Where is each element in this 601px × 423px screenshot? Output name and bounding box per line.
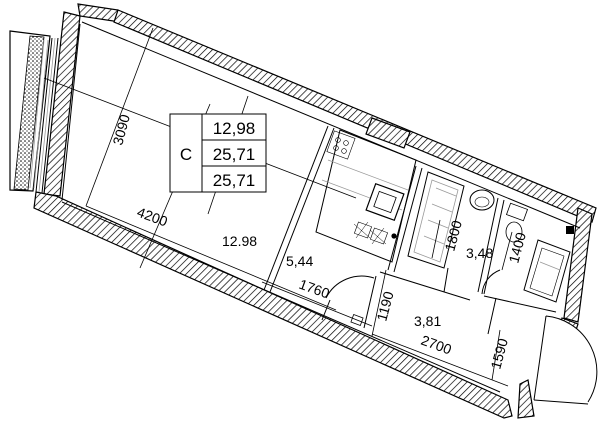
area-row-living-total: 25,71 — [213, 145, 256, 164]
dim-entry: 1590 — [487, 336, 511, 370]
dim-bath-length: 1400 — [505, 230, 529, 264]
toilet-icon — [505, 202, 529, 243]
room-area-living: 12.98 — [222, 233, 257, 249]
washbasin-icon — [469, 189, 495, 211]
area-row-total: 25,71 — [213, 171, 256, 190]
window-left — [35, 37, 59, 194]
kitchen-sink-icon — [365, 182, 405, 222]
room-area-kitchen: 5,44 — [286, 253, 313, 269]
entrance-door — [533, 315, 598, 405]
appliance-boxes — [353, 221, 397, 245]
room-area-hall: 3,81 — [414, 313, 441, 329]
balcony-strip — [9, 30, 51, 192]
room-area-bathroom: 3,48 — [466, 245, 493, 261]
dim-bath-width: 1800 — [441, 218, 465, 252]
dim-living-length: 4200 — [135, 204, 170, 230]
dim-living-width: 3090 — [109, 112, 133, 146]
apartment-type-label: С — [180, 145, 192, 164]
shower-tray-icon — [523, 226, 574, 303]
inner-walls — [61, 21, 581, 393]
area-table: С 12,98 25,71 25,71 — [169, 113, 267, 193]
area-row-living: 12,98 — [213, 119, 256, 138]
bathroom-door — [443, 267, 501, 295]
bathtub-icon — [407, 171, 465, 269]
stove-icon — [326, 130, 356, 160]
dim-hall-width: 1190 — [373, 289, 396, 322]
